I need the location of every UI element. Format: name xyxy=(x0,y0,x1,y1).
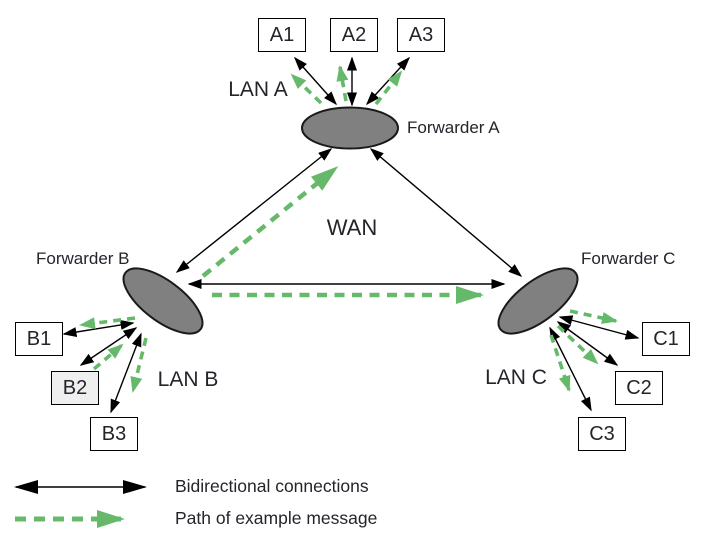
forwarder-b-label: Forwarder B xyxy=(36,249,130,268)
path-forwarderA-to-a1 xyxy=(290,73,323,105)
forwarder-c-label: Forwarder C xyxy=(581,249,676,268)
path-forwarderA-to-a3 xyxy=(374,70,403,106)
path-b2-to-forwarderB xyxy=(92,343,124,371)
forwarder-b-ellipse xyxy=(122,267,204,335)
path-forwarderC-to-c3 xyxy=(549,334,571,392)
lan-b-label: LAN B xyxy=(157,368,219,391)
link-forwarderC-c3 xyxy=(549,326,592,412)
lan-a-label: LAN A xyxy=(228,78,288,101)
lan-c-label: LAN C xyxy=(485,366,547,389)
path-forwarderC-to-c2 xyxy=(556,324,599,365)
node-a2: A2 xyxy=(330,18,378,52)
link-forwarderA-a1 xyxy=(294,56,337,106)
link-forwarderA-a3 xyxy=(365,56,411,106)
node-a1-label: A1 xyxy=(269,23,295,46)
node-b2: B2 xyxy=(51,371,99,405)
node-a2-label: A2 xyxy=(341,23,367,46)
node-a3: A3 xyxy=(397,18,445,52)
node-c3-label: C3 xyxy=(589,422,615,445)
example-message-path xyxy=(79,65,618,393)
path-forwarderB-to-b3 xyxy=(130,337,148,393)
link-forwarderC-c1 xyxy=(558,315,640,340)
node-c2: C2 xyxy=(615,371,663,405)
link-forwarderB-b2 xyxy=(79,327,138,366)
node-b3: B3 xyxy=(90,417,138,451)
forwarder-c-ellipse xyxy=(497,267,579,335)
forwarder-a-label: Forwarder A xyxy=(407,118,500,137)
link-forwarderB-forwarderA xyxy=(175,148,333,273)
node-b1-label: B1 xyxy=(26,327,52,350)
path-forwarderB-to-b1 xyxy=(79,316,136,330)
wan-label: WAN xyxy=(326,215,378,240)
legend-example-path-label: Path of example message xyxy=(175,508,378,528)
path-forwarderA-to-a2 xyxy=(336,65,349,102)
node-b3-label: B3 xyxy=(101,422,127,445)
node-c2-label: C2 xyxy=(626,376,652,399)
link-forwarderB-b1 xyxy=(62,320,135,337)
legend-samples xyxy=(14,480,147,528)
node-c1-label: C1 xyxy=(653,327,679,350)
node-b1: B1 xyxy=(15,322,63,356)
link-forwarderC-c2 xyxy=(556,321,619,366)
link-forwarderB-b3 xyxy=(110,332,142,414)
bidirectional-links xyxy=(62,56,640,414)
link-forwarderA-forwarderC xyxy=(369,148,523,277)
legend-bidirectional-label: Bidirectional connections xyxy=(175,476,369,496)
forwarder-a-ellipse xyxy=(301,106,399,150)
path-forwarderB-to-forwarderA xyxy=(201,166,339,278)
node-a3-label: A3 xyxy=(408,23,434,46)
node-a1: A1 xyxy=(258,18,306,52)
path-forwarderC-to-c1 xyxy=(569,309,618,324)
node-c1: C1 xyxy=(642,322,690,356)
node-b2-label: B2 xyxy=(62,376,88,399)
node-c3: C3 xyxy=(578,417,626,451)
